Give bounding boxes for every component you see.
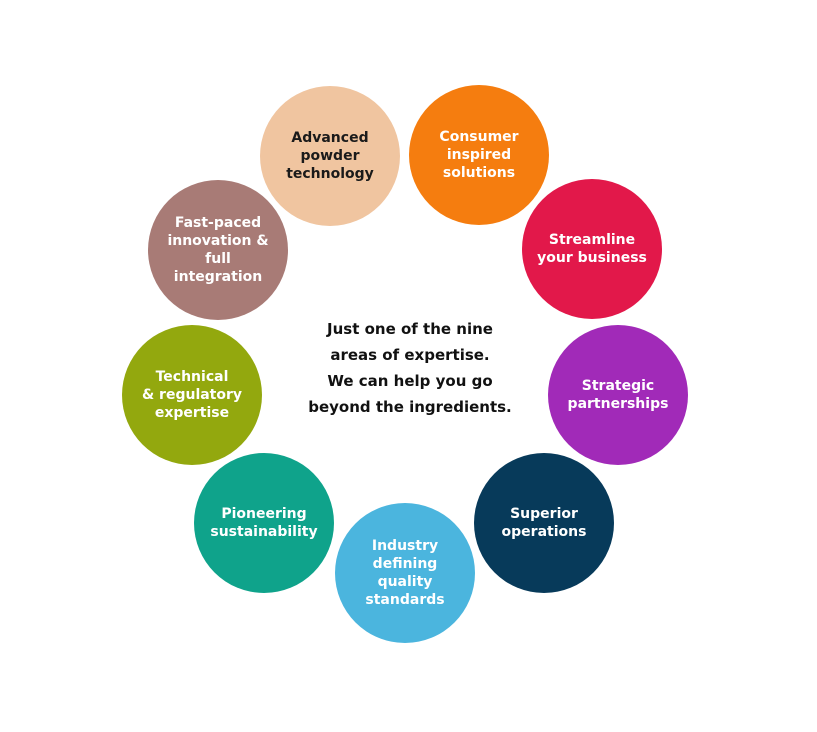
area-label: Industry defining quality standards [365, 538, 445, 608]
area-fast-paced-innovation: Fast-paced innovation & full integration [148, 180, 288, 320]
area-label: Fast-paced innovation & full integration [167, 215, 269, 285]
center-line-1: Just one of the nine areas of expertise. [327, 320, 493, 364]
area-pioneering-sustainability: Pioneering sustainability [194, 453, 334, 593]
center-message: Just one of the nine areas of expertise.… [280, 316, 540, 420]
area-label: Strategic partnerships [567, 378, 669, 412]
area-consumer-inspired: Consumer inspired solutions [409, 85, 549, 225]
area-label: Consumer inspired solutions [439, 129, 519, 181]
area-streamline: Streamline your business [522, 179, 662, 319]
area-superior-operations: Superior operations [474, 453, 614, 593]
area-label: Advanced powder technology [286, 130, 374, 182]
area-label: Technical & regulatory expertise [141, 369, 243, 421]
area-label: Pioneering sustainability [210, 506, 318, 540]
area-industry-quality: Industry defining quality standards [335, 503, 475, 643]
area-label: Streamline your business [537, 232, 647, 266]
center-line-2: We can help you go beyond the ingredient… [308, 372, 512, 416]
area-strategic-partnerships: Strategic partnerships [548, 325, 688, 465]
area-label: Superior operations [501, 506, 587, 540]
area-technical-regulatory: Technical & regulatory expertise [122, 325, 262, 465]
area-advanced-powder: Advanced powder technology [260, 86, 400, 226]
